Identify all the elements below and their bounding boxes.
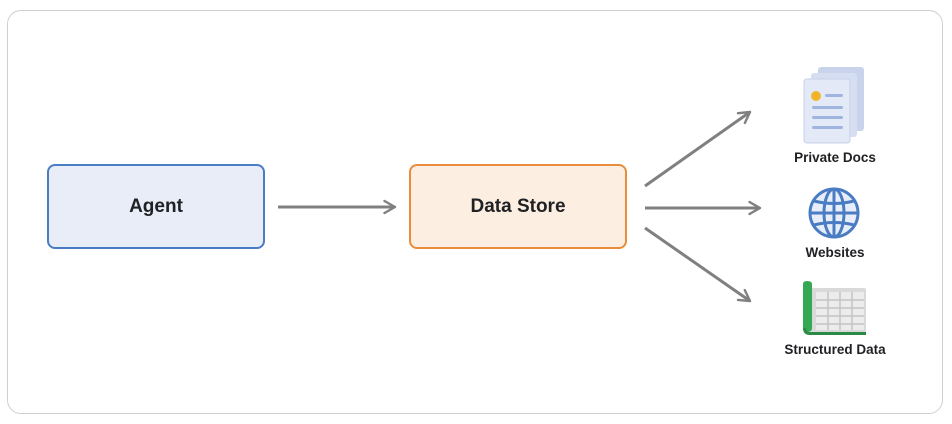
source-label-websites: Websites (805, 245, 865, 260)
data-store-label: Data Store (470, 195, 566, 217)
arrow-store-to-structured-data (644, 226, 752, 303)
arrow-store-to-private-docs (644, 110, 752, 188)
spreadsheet-icon (803, 281, 866, 335)
source-label-private-docs: Private Docs (794, 150, 876, 165)
data-store-node: Data Store (409, 164, 627, 249)
document-icon (803, 67, 864, 144)
source-label-structured-data: Structured Data (784, 342, 886, 357)
agent-label: Agent (129, 195, 183, 217)
globe-icon (808, 187, 860, 239)
agent-node: Agent (47, 164, 265, 249)
